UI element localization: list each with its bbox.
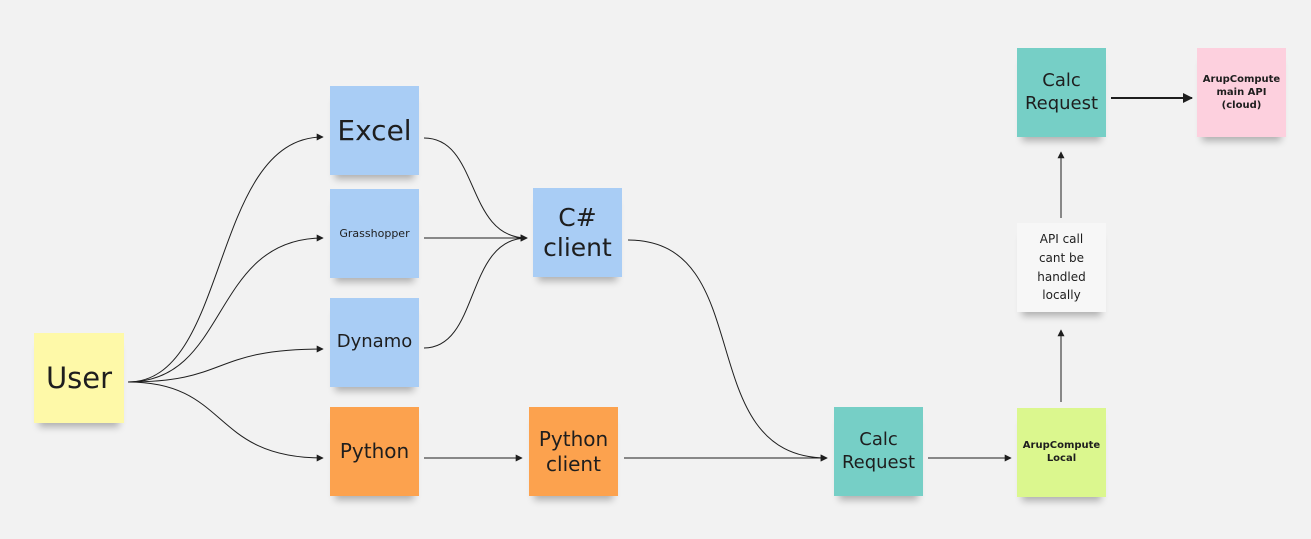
connector-user-grasshopper bbox=[127, 234, 324, 383]
connector-user-excel bbox=[127, 133, 324, 383]
sticky-note-arupcompute-local[interactable]: ArupCompute Local bbox=[1017, 408, 1106, 497]
sticky-note-calc-request-cloud[interactable]: Calc Request bbox=[1017, 48, 1106, 137]
note-label: Dynamo bbox=[336, 331, 413, 353]
note-label: Calc Request bbox=[841, 429, 916, 473]
sticky-note-python[interactable]: Python bbox=[330, 407, 419, 496]
connector-user-dynamo bbox=[127, 345, 324, 383]
note-label: User bbox=[45, 360, 113, 395]
sticky-note-arupcompute-cloud[interactable]: ArupCompute main API (cloud) bbox=[1197, 48, 1286, 137]
note-label: API call cant be handled locally bbox=[1037, 232, 1086, 303]
note-label: C# client bbox=[543, 202, 612, 262]
connector-csharp-calc bbox=[627, 239, 828, 462]
note-label: Python bbox=[339, 439, 410, 463]
note-label: Python client bbox=[538, 426, 609, 476]
note-label: ArupCompute Local bbox=[1022, 440, 1101, 464]
sticky-note-user[interactable]: User bbox=[34, 333, 124, 423]
connector-user-python bbox=[127, 381, 324, 462]
connector-excel-csharp bbox=[423, 137, 528, 242]
sticky-note-excel[interactable]: Excel bbox=[330, 86, 419, 175]
connector-dynamo-csharp bbox=[423, 234, 528, 349]
sticky-note-dynamo[interactable]: Dynamo bbox=[330, 298, 419, 387]
sticky-note-csharp-client[interactable]: C# client bbox=[533, 188, 622, 277]
note-label: Excel bbox=[337, 114, 412, 147]
sticky-note-grasshopper[interactable]: Grasshopper bbox=[330, 189, 419, 278]
note-label: Grasshopper bbox=[339, 226, 410, 240]
sticky-note-python-client[interactable]: Python client bbox=[529, 407, 618, 496]
sticky-note-calc-request-local[interactable]: Calc Request bbox=[834, 407, 923, 496]
note-label: ArupCompute main API (cloud) bbox=[1202, 74, 1281, 111]
sticky-note-api-call[interactable]: API call cant be handled locally bbox=[1017, 223, 1106, 312]
note-label: Calc Request bbox=[1024, 70, 1099, 114]
